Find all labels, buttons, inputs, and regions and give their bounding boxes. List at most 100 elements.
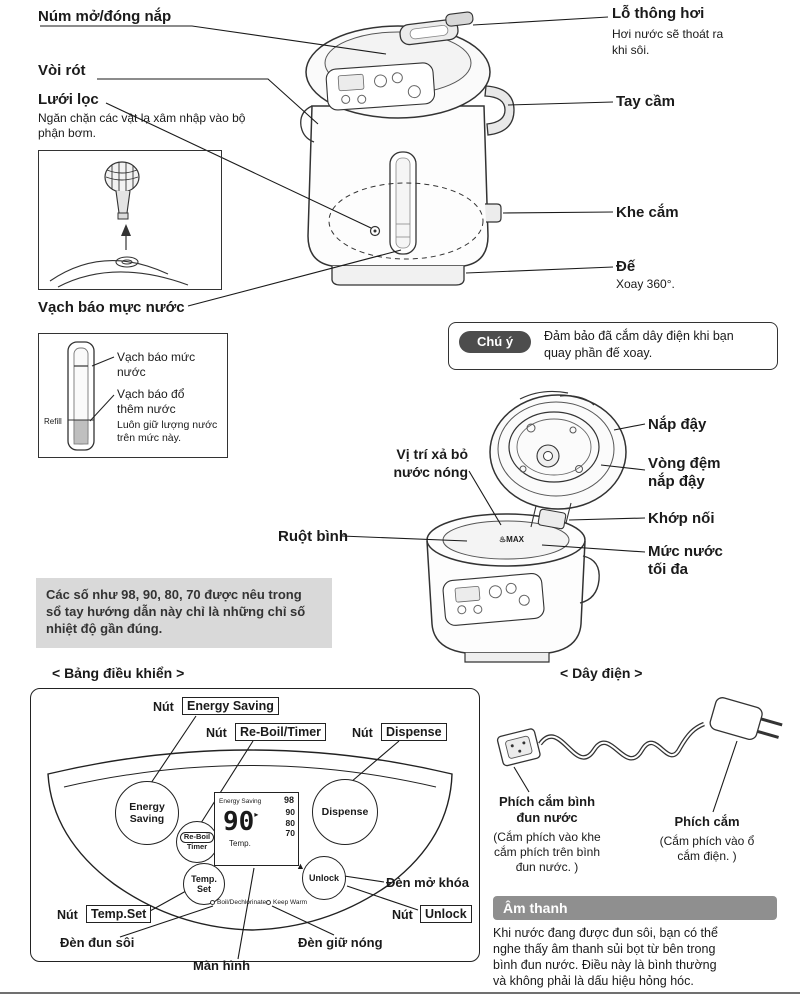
gauge-level-label-line1: Vạch báo mức <box>117 350 196 364</box>
temp-note-line3: nhiệt độ gần đúng. <box>46 621 163 636</box>
filter-desc-line2: phận bơm. <box>38 126 96 140</box>
label-base: Đế <box>616 258 636 275</box>
label-max-level-line2: tối đa <box>648 561 688 578</box>
reboil-timer-button-label: Re-Boil/Timer <box>235 723 327 741</box>
energy-button-text1: Energy <box>129 800 165 813</box>
label-gasket-line1: Vòng đệm <box>648 455 721 472</box>
sound-text-line2: nghe thấy âm thanh sủi bọt từ bên trong <box>493 942 716 956</box>
rotation-dashed-ellipse <box>328 182 484 260</box>
temp-note-line2: sổ tay hướng dẫn này chỉ là những chỉ số <box>46 604 306 619</box>
label-display: Màn hình <box>193 958 251 973</box>
gauge-note-line2: trên mức này. <box>117 432 182 444</box>
kettle-illustration <box>300 11 515 286</box>
lcd-mid-row: 90 ▸ 90 80 70 <box>215 805 298 839</box>
tempset-button-text2: Set <box>196 884 211 894</box>
keepwarm-indicator: Keep Warm <box>266 899 307 906</box>
label-kettle-plug-line2: đun nước <box>516 810 578 825</box>
panel-face-art <box>47 749 453 931</box>
hot-water-icon: ♨ <box>499 535 507 544</box>
lid-illustration <box>426 390 627 663</box>
kettle-plug-desc-line1: (Cắm phích vào khe <box>493 830 601 844</box>
label-inner-container: Ruột bình <box>278 528 348 545</box>
lcd-current-temp: 90 <box>223 807 255 837</box>
tempset-button-text1: Temp. <box>191 873 217 884</box>
nut-label-unlock: Nút <box>392 908 413 922</box>
lcd-temp-options: 90 80 70 <box>286 807 295 839</box>
boil-indicator-text: Boil/Dechlorinate <box>217 899 267 906</box>
lcd-top-row: Energy Saving 98 <box>215 793 298 805</box>
gauge-inset-art <box>67 341 115 451</box>
control-panel-box <box>30 688 480 962</box>
plug-socket-art <box>485 203 502 223</box>
energy-button-text2: Saving <box>129 813 165 825</box>
max-mark: ♨MAX <box>499 535 524 544</box>
steam-vent-desc-line1: Hơi nước sẽ thoát ra <box>612 27 724 41</box>
nut-label-dispense: Nút <box>352 726 373 740</box>
notice-box <box>448 322 778 370</box>
unlock-pointer-icon: ▲ <box>296 861 305 871</box>
sound-section-header: Âm thanh <box>493 896 777 920</box>
label-outlet-plug: Phích cắm <box>674 814 740 829</box>
notice-line2: quay phần đế xoay. <box>544 346 653 360</box>
gauge-level-label-line2: nước <box>117 365 146 379</box>
lcd-temp-option-90: 90 <box>285 807 295 817</box>
reboil-button-text2: Timer <box>186 842 208 851</box>
unlock-button-text: Unlock <box>308 872 339 883</box>
label-handle: Tay cầm <box>616 93 675 110</box>
lcd-temp-option-70: 70 <box>285 828 295 838</box>
callout-lines <box>0 16 800 994</box>
hinge-joint-art <box>537 508 567 530</box>
label-filter: Lưới lọc <box>38 91 99 108</box>
label-lid-cap: Nắp đậy <box>648 416 707 433</box>
label-drain-line2: nước nóng <box>393 464 468 480</box>
label-water-level: Vạch báo mực nước <box>38 299 185 316</box>
kettle-plug-desc-line2: cắm phích trên bình <box>493 845 601 859</box>
label-max-level-line1: Mức nước <box>648 543 723 560</box>
filter-inset-art <box>49 161 189 288</box>
cord-art <box>496 697 783 767</box>
steam-vent-desc-line2: khi sôi. <box>612 43 650 57</box>
base-desc: Xoay 360°. <box>616 277 675 291</box>
sound-text-line1: Khi nước đang được đun sôi, bạn có thể <box>493 926 718 940</box>
pot-panel-art <box>442 573 545 626</box>
kettle-plug-art <box>496 728 541 767</box>
gauge-note-line1: Luôn giữ lượng nước <box>117 419 218 431</box>
keepwarm-indicator-text: Keep Warm <box>273 899 308 906</box>
reboil-timer-button: Re-Boil Timer <box>176 821 218 863</box>
unlock-button: Unlock <box>302 856 346 900</box>
boil-led-icon <box>210 899 215 905</box>
label-plug-slot: Khe cắm <box>616 204 679 221</box>
filter-desc-line1: Ngăn chặn các vật lạ xâm nhập vào bộ <box>38 111 246 125</box>
boil-indicator: Boil/Dechlorinate <box>210 899 266 906</box>
sound-text-line4: và không phải là dấu hiệu hỏng hóc. <box>493 974 694 988</box>
energy-saving-button: Energy Saving <box>115 781 179 845</box>
gasket-ring-art <box>508 411 600 483</box>
label-drain-line1: Vị trí xả bỏ <box>396 446 468 462</box>
power-cord-title: < Dây điện > <box>560 665 643 681</box>
nut-label-energy: Nút <box>153 700 174 714</box>
outlet-plug-desc-line2: cắm điện. ) <box>677 849 737 863</box>
label-steam-vent: Lỗ thông hơi <box>612 5 705 22</box>
nut-label-tempset: Nút <box>57 908 78 922</box>
sound-text-line3: bình đun nước. Điều này là bình thường <box>493 958 717 972</box>
label-joint: Khớp nối <box>648 510 715 527</box>
notice-line1: Đảm bảo đã cắm dây điện khi bạn <box>544 329 734 343</box>
gauge-add-label-line2: thêm nước <box>117 402 176 416</box>
unlock-button-callout: Unlock <box>420 905 472 923</box>
control-panel-title: < Bảng điều khiển > <box>52 665 185 681</box>
filter-inset-box <box>38 150 222 290</box>
temp-note-box: Các số như 98, 90, 80, 70 được nêu trong… <box>36 578 332 648</box>
wall-plug-art <box>709 697 783 740</box>
gauge-inset-box <box>38 333 228 458</box>
label-boil-light: Đèn đun sôi <box>60 935 135 950</box>
dispense-button-text: Dispense <box>321 805 369 818</box>
lid-knob-art <box>399 19 459 46</box>
label-keepwarm-light: Đèn giữ nóng <box>298 935 383 950</box>
lcd-temp-label: Temp. <box>229 838 251 848</box>
max-mark-text: MAX <box>506 535 524 544</box>
label-gasket-line2: nắp đậy <box>648 473 705 490</box>
top-panel-art <box>325 62 436 111</box>
label-unlock-light: Đèn mở khóa <box>386 875 469 890</box>
